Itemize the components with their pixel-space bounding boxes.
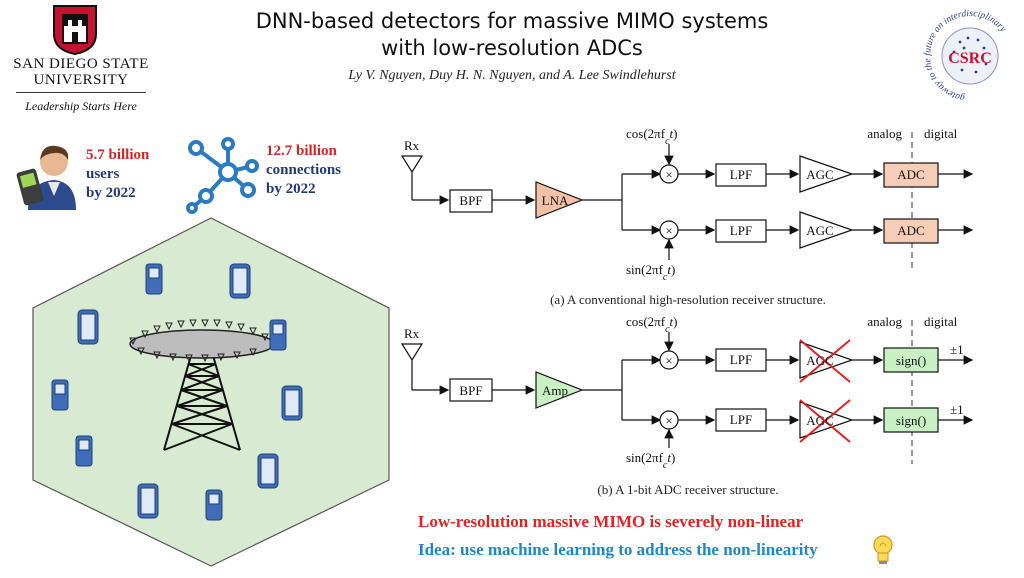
csrc-logo: CSRC gateway to the future an interdisci… <box>922 9 1008 103</box>
phone-icon <box>269 319 287 351</box>
hexagon-cell <box>32 217 390 567</box>
sin-label-b: sin(2πfct) <box>626 450 675 471</box>
connections-stat-year: by 2022 <box>266 181 316 197</box>
lpf-block-q-b <box>715 408 767 432</box>
agc-removed-cross <box>799 339 851 443</box>
amp-block <box>535 371 584 409</box>
phone-icon <box>229 263 251 299</box>
connections-stat: 12.7 billion connections by 2022 <box>266 142 341 199</box>
diagram-a: Rx BPF LNA cos(2πfct) sin(2πfct) × × LPF… <box>400 126 974 307</box>
network-hub-icon <box>186 137 259 214</box>
sdsu-name-line1: SAN DIEGO STATE <box>13 56 149 72</box>
output-label-i: ±1 <box>950 342 964 357</box>
bpf-label-b: BPF <box>459 383 482 398</box>
sin-label: sin(2πfct) <box>626 262 675 283</box>
slide-title: DNN-based detectors for massive MIMO sys… <box>0 8 1024 62</box>
digital-label: digital <box>924 126 958 141</box>
analog-label: analog <box>867 126 902 141</box>
mixer-sin-b <box>659 410 679 430</box>
mixer-cos-b <box>659 350 679 370</box>
sign-block-q <box>883 407 939 433</box>
adc-label-q: ADC <box>897 223 924 238</box>
phone-icon <box>257 453 279 489</box>
user-phone-icon <box>16 145 76 210</box>
adc-block-q <box>883 218 939 244</box>
output-label-q: ±1 <box>950 402 964 417</box>
phone-icon <box>281 385 303 421</box>
sdsu-tagline: Leadership Starts Here <box>25 99 137 113</box>
title-line-2: with low-resolution ADCs <box>381 36 643 60</box>
sign-label-q: sign() <box>896 413 926 428</box>
mixer-cos <box>659 164 679 184</box>
sdsu-divider <box>16 92 146 93</box>
phone-icon <box>137 483 159 519</box>
caption-a: (a) A conventional high-resolution recei… <box>550 292 826 307</box>
authors: Ly V. Nguyen, Duy H. N. Nguyen, and A. L… <box>348 68 676 83</box>
digital-label-b: digital <box>924 314 958 329</box>
lpf-block-i <box>715 163 767 187</box>
lpf-block-q <box>715 219 767 243</box>
connections-stat-number: 12.7 billion <box>266 143 337 159</box>
sdsu-logo-text: SAN DIEGO STATE UNIVERSITY Leadership St… <box>6 56 156 114</box>
adc-label-i: ADC <box>897 167 924 182</box>
sdsu-shield-logo <box>53 5 97 56</box>
lpf-label-q: LPF <box>730 223 752 238</box>
phone-icon <box>145 263 163 295</box>
phone-icon <box>77 309 99 345</box>
phone-icon <box>205 489 223 521</box>
lightbulb-icon <box>873 535 893 564</box>
tower-icon <box>129 319 275 451</box>
mixer-cos-symbol: × <box>665 167 672 182</box>
connections-stat-label: connections <box>266 162 341 178</box>
users-stat-number: 5.7 billion <box>86 147 150 163</box>
bpf-block-b <box>449 378 493 402</box>
bpf-block <box>449 189 493 213</box>
analog-label-b: analog <box>867 314 902 329</box>
agc-label-q-b: AGC <box>806 413 833 428</box>
idea-statement: Idea: use machine learning to address th… <box>418 540 818 559</box>
users-stat-year: by 2022 <box>86 185 136 201</box>
adc-block-i <box>883 162 939 188</box>
lpf-label-q-b: LPF <box>730 412 752 427</box>
nonlinear-statement: Low-resolution massive MIMO is severely … <box>418 512 804 531</box>
sign-block-i <box>883 347 939 373</box>
agc-block-q <box>799 211 854 249</box>
mixer-sin-symbol-b: × <box>665 413 672 428</box>
title-line-1: DNN-based detectors for massive MIMO sys… <box>255 9 769 33</box>
lpf-block-i-b <box>715 348 767 372</box>
mixer-sin <box>659 220 679 240</box>
lpf-label-i: LPF <box>730 167 752 182</box>
users-stat: 5.7 billion users by 2022 <box>86 146 149 203</box>
lpf-label-i-b: LPF <box>730 352 752 367</box>
rx-label: Rx <box>404 138 420 153</box>
diagram-b: Rx BPF Amp cos(2πfct) sin(2πfct) × × LPF… <box>400 314 974 497</box>
cos-label-b: cos(2πfct) <box>626 314 677 335</box>
cos-label: cos(2πfct) <box>626 126 677 147</box>
amp-label: Amp <box>542 383 568 398</box>
phone-icon <box>75 435 93 467</box>
agc-label-i-b: AGC <box>806 353 833 368</box>
mixer-cos-symbol-b: × <box>665 353 672 368</box>
bpf-label: BPF <box>459 193 482 208</box>
rx-label-b: Rx <box>404 326 420 341</box>
massive-mimo-cell <box>32 217 390 567</box>
lna-label: LNA <box>542 193 569 208</box>
sign-label-i: sign() <box>896 353 926 368</box>
phone-icon <box>51 379 69 411</box>
agc-label-i: AGC <box>806 167 833 182</box>
lna-block <box>535 181 584 219</box>
sdsu-name-line2: UNIVERSITY <box>33 72 129 88</box>
agc-label-q: AGC <box>806 223 833 238</box>
csrc-label: CSRC <box>948 50 992 67</box>
caption-b: (b) A 1-bit ADC receiver structure. <box>597 482 778 497</box>
mixer-sin-symbol: × <box>665 223 672 238</box>
agc-block-i <box>799 155 854 193</box>
users-stat-label: users <box>86 166 120 182</box>
